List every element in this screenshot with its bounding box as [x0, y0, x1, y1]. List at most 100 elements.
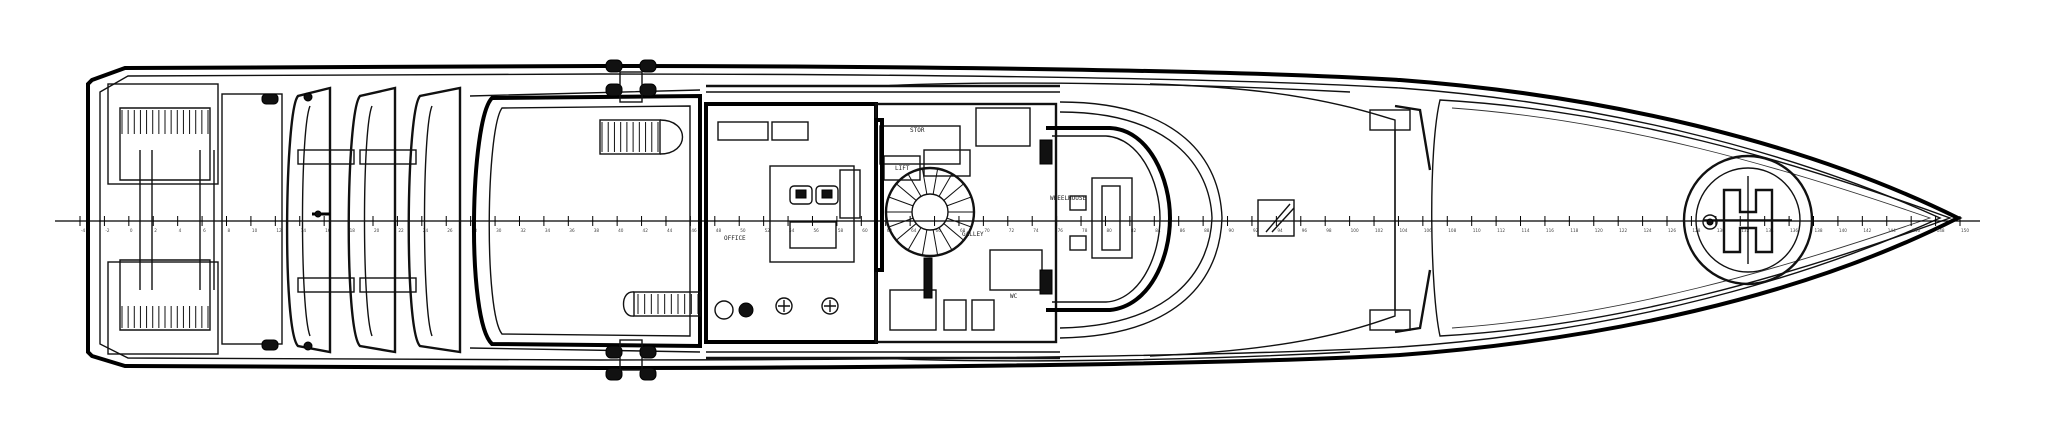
spiral-tread [888, 217, 914, 228]
transom-lines [139, 93, 283, 345]
frame-label: 16 [325, 228, 331, 233]
frame-label: 90 [1229, 228, 1235, 233]
frame-label: 88 [1204, 228, 1210, 233]
frame-label: 72 [1009, 228, 1015, 233]
spiral-tread [895, 183, 917, 201]
label-office: OFFICE [724, 235, 746, 242]
frame-label: 78 [1082, 228, 1088, 233]
frame-label: 14 [301, 228, 307, 233]
frame-label: -2 [105, 228, 110, 233]
helipad-tie-downs [1702, 214, 1718, 230]
spiral-tread [938, 173, 953, 197]
frame-label: 118 [1570, 228, 1578, 233]
frame-label: 0 [130, 228, 133, 233]
spiral-tread [907, 173, 922, 197]
frame-label: 74 [1033, 228, 1039, 233]
frame-label: 100 [1351, 228, 1359, 233]
frame-label: 120 [1595, 228, 1603, 233]
forward-table [1257, 199, 1295, 237]
spiral-tread [938, 227, 953, 251]
frame-label: 146 [1912, 228, 1920, 233]
frame-label: 148 [1937, 228, 1945, 233]
label-galley: LIFT [895, 165, 910, 172]
lounge-chairs [789, 185, 839, 205]
frame-label: 38 [594, 228, 600, 233]
mooring-bollards [605, 59, 657, 381]
frame-label: 32 [520, 228, 526, 233]
frame-label: 106 [1424, 228, 1432, 233]
frame-label: 24 [423, 228, 429, 233]
label-upper-left: STOR [910, 127, 925, 134]
aft-deck-seating [285, 86, 462, 354]
helipad-h-marking [1722, 188, 1774, 254]
frame-label: 60 [862, 228, 868, 233]
frame-label: 52 [765, 228, 771, 233]
helipad [1682, 154, 1814, 286]
frame-label: 26 [447, 228, 453, 233]
frame-label: -4 [81, 228, 86, 233]
frame-label: 8 [227, 228, 230, 233]
label-day-head: WC [1010, 293, 1018, 300]
frame-label: 64 [911, 228, 917, 233]
frame-label: 68 [960, 228, 966, 233]
frame-label: 108 [1448, 228, 1456, 233]
aft-stair-treads-starboard [121, 306, 209, 328]
frame-label: 96 [1302, 228, 1308, 233]
spiral-tread [932, 168, 939, 195]
frame-label: 44 [667, 228, 673, 233]
frame-label: 138 [1815, 228, 1823, 233]
frame-label: 36 [569, 228, 575, 233]
frame-label: 134 [1766, 228, 1774, 233]
frame-label: 18 [350, 228, 356, 233]
label-corridor: GALLEY [962, 231, 984, 238]
frame-label: 46 [691, 228, 697, 233]
frame-label: 136 [1790, 228, 1798, 233]
frame-label: 130 [1717, 228, 1725, 233]
frame-label: 82 [1131, 228, 1137, 233]
frame-label: 10 [252, 228, 258, 233]
wheelhouse [1039, 126, 1173, 312]
aft-stairs [107, 83, 219, 355]
aft-stair-treads-port [121, 110, 209, 134]
frame-label: 58 [838, 228, 844, 233]
salon-staircase-upper [599, 119, 684, 155]
frame-label: 144 [1888, 228, 1896, 233]
frame-label: 142 [1863, 228, 1871, 233]
salon-staircase-lower [622, 291, 701, 317]
frame-label: 48 [716, 228, 722, 233]
spiral-tread [921, 168, 928, 195]
frame-label: 92 [1253, 228, 1259, 233]
spiral-tread [943, 223, 965, 241]
frame-label: 126 [1668, 228, 1676, 233]
frame-label: 4 [179, 228, 182, 233]
spiral-tread [946, 196, 972, 207]
spiral-tread [895, 223, 917, 241]
frame-label: 104 [1399, 228, 1407, 233]
frame-label: 112 [1497, 228, 1505, 233]
frame-label: 54 [789, 228, 795, 233]
frame-label: 6 [203, 228, 206, 233]
frame-label: 86 [1180, 228, 1186, 233]
frame-label: 114 [1522, 228, 1530, 233]
frame-label: 34 [545, 228, 551, 233]
frame-label: 122 [1619, 228, 1627, 233]
potted-plants [714, 297, 839, 320]
side-deck-lines [879, 82, 1351, 362]
label-wheelhouse: WHEELHOUSE [1050, 195, 1087, 202]
frame-label: 20 [374, 228, 380, 233]
frame-label: 140 [1839, 228, 1847, 233]
spiral-tread [932, 229, 939, 256]
spiral-tread [907, 227, 922, 251]
frame-label: 84 [1155, 228, 1161, 233]
frame-label: 80 [1106, 228, 1112, 233]
frame-label: 94 [1277, 228, 1283, 233]
frame-label: 98 [1326, 228, 1332, 233]
frame-label: 132 [1741, 228, 1749, 233]
frame-label: 12 [276, 228, 282, 233]
frame-label: 50 [740, 228, 746, 233]
frame-label: 2 [154, 228, 157, 233]
service-block [874, 102, 1058, 344]
foredeck-coaming [1059, 83, 1432, 357]
frame-label: 124 [1644, 228, 1652, 233]
